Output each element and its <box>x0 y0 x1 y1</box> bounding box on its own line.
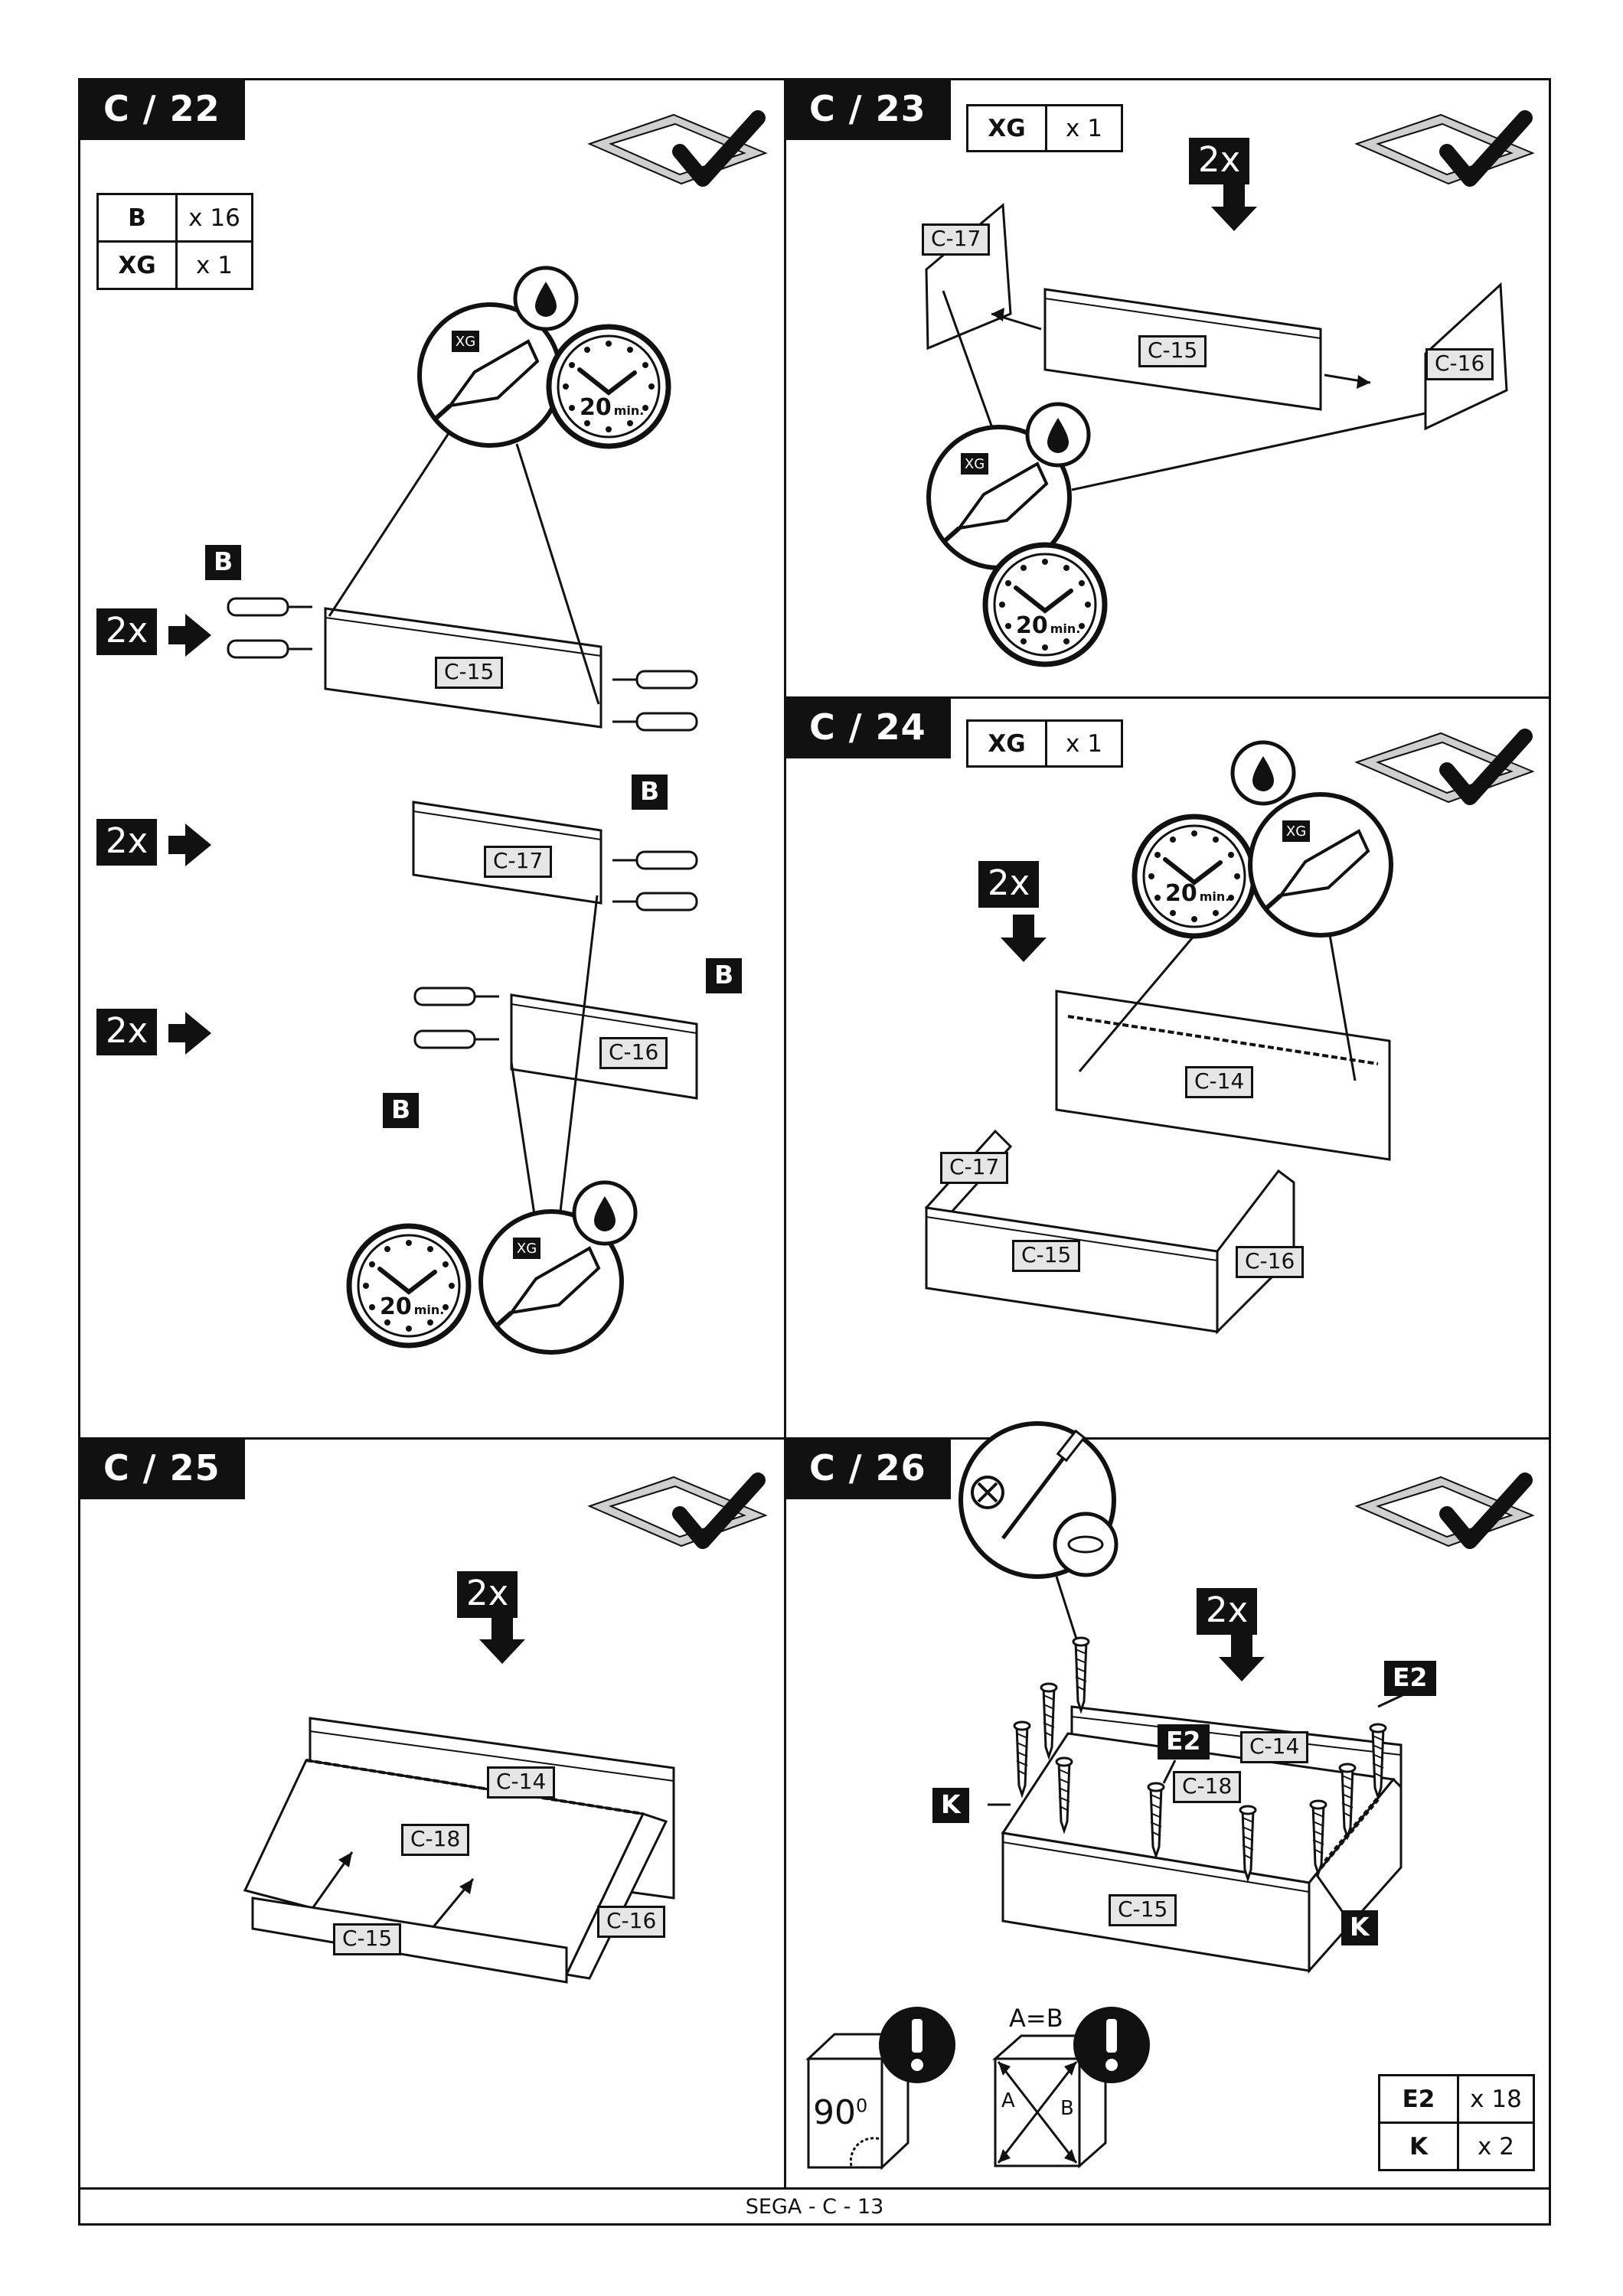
part-code: K <box>1378 2122 1459 2171</box>
part-code: XG <box>966 719 1047 768</box>
step-number-c22: C / 22 <box>80 80 245 140</box>
protective-mat-check-icon <box>1357 733 1533 806</box>
grid-divider-middle <box>78 1437 1551 1440</box>
part-count: x 1 <box>1045 719 1123 768</box>
clock-unit: min. <box>1050 621 1081 636</box>
protective-mat-check-icon <box>589 1477 766 1550</box>
step-number-c25: C / 25 <box>80 1440 245 1499</box>
diagonal-a-label: A <box>1001 2089 1015 2112</box>
multiplier-badge: 2x <box>96 819 158 866</box>
multiplier-badge: 2x <box>96 1009 158 1055</box>
part-tag-e2: E2 <box>1158 1724 1210 1760</box>
glue-tube-icon <box>420 305 560 445</box>
panel-label-c17: C-17 <box>484 846 553 879</box>
panel-label-c15: C-15 <box>333 1923 402 1956</box>
angle-value: 90 <box>813 2093 856 2132</box>
multiplier-badge: 2x <box>1197 1588 1258 1635</box>
clock-minutes: 20 <box>1165 880 1197 907</box>
part-tag-b: B <box>383 1093 420 1129</box>
protective-mat-check-icon <box>589 115 766 188</box>
part-count: x 16 <box>175 193 253 243</box>
panel-label-c17: C-17 <box>922 223 991 256</box>
panel-label-c16: C-16 <box>1425 348 1494 381</box>
grid-divider-vertical <box>784 78 786 2189</box>
page-frame <box>78 78 1551 2226</box>
part-tag-b: B <box>205 545 242 581</box>
clock-unit: min. <box>613 403 645 418</box>
footer-divider <box>78 2187 1551 2190</box>
right-angle-label: 900 <box>813 2093 867 2132</box>
part-tag-e2: E2 <box>1384 1661 1436 1697</box>
part-code: XG <box>966 104 1047 152</box>
part-count: x 1 <box>1045 104 1123 152</box>
part-tag-k: K <box>932 1788 969 1824</box>
panel-label-c17: C-17 <box>940 1152 1009 1185</box>
clock-unit: min. <box>413 1303 445 1317</box>
part-count: x 1 <box>175 240 253 290</box>
exclamation-icon <box>1073 2007 1150 2083</box>
panel-label-c16: C-16 <box>1236 1246 1305 1279</box>
protective-mat-check-icon <box>1357 1477 1533 1550</box>
panel-label-c16: C-16 <box>599 1037 668 1070</box>
panel-label-c14: C-14 <box>1185 1066 1254 1099</box>
part-tag-b: B <box>632 775 668 810</box>
panel-label-c16: C-16 <box>597 1906 666 1939</box>
panel-label-c18: C-18 <box>1173 1771 1242 1804</box>
part-code: E2 <box>1378 2074 1459 2124</box>
panel-label-c15: C-15 <box>1012 1240 1081 1273</box>
diagonal-b-label: B <box>1060 2097 1074 2120</box>
panel-label-c14: C-14 <box>1240 1731 1309 1764</box>
part-tag-b: B <box>706 958 743 994</box>
panel-label-c15: C-15 <box>435 657 504 690</box>
part-tag-k: K <box>1341 1910 1378 1946</box>
grid-divider-right-top <box>784 696 1551 699</box>
step-number-c24: C / 24 <box>786 699 951 758</box>
angle-degree: 0 <box>856 2095 868 2117</box>
diagonal-check-label: A=B <box>1009 2004 1063 2033</box>
multiplier-badge: 2x <box>978 861 1040 908</box>
part-count: x 2 <box>1457 2122 1535 2171</box>
multiplier-badge: 2x <box>457 1571 518 1618</box>
step-number-c26: C / 26 <box>786 1440 951 1499</box>
clock-minutes: 20 <box>380 1293 412 1320</box>
multiplier-badge: 2x <box>96 608 158 655</box>
exclamation-icon <box>879 2007 955 2083</box>
multiplier-badge: 2x <box>1189 138 1250 184</box>
clock-icon <box>549 327 668 446</box>
panel-label-c15: C-15 <box>1109 1894 1177 1927</box>
clock-minutes: 20 <box>580 394 612 421</box>
part-code: XG <box>96 240 178 290</box>
clock-unit: min. <box>1199 889 1230 904</box>
no-screwdriver-icon <box>961 1424 1114 1577</box>
panel-label-c18: C-18 <box>401 1824 470 1857</box>
clock-minutes: 20 <box>1016 612 1048 639</box>
protective-mat-check-icon <box>1357 115 1533 188</box>
part-count: x 18 <box>1457 2074 1535 2124</box>
part-code: B <box>96 193 178 243</box>
panel-label-c14: C-14 <box>487 1766 556 1799</box>
panel-label-c15: C-15 <box>1138 335 1207 368</box>
page-footer: SEGA - C - 13 <box>745 2195 884 2219</box>
step-number-c23: C / 23 <box>786 80 951 140</box>
